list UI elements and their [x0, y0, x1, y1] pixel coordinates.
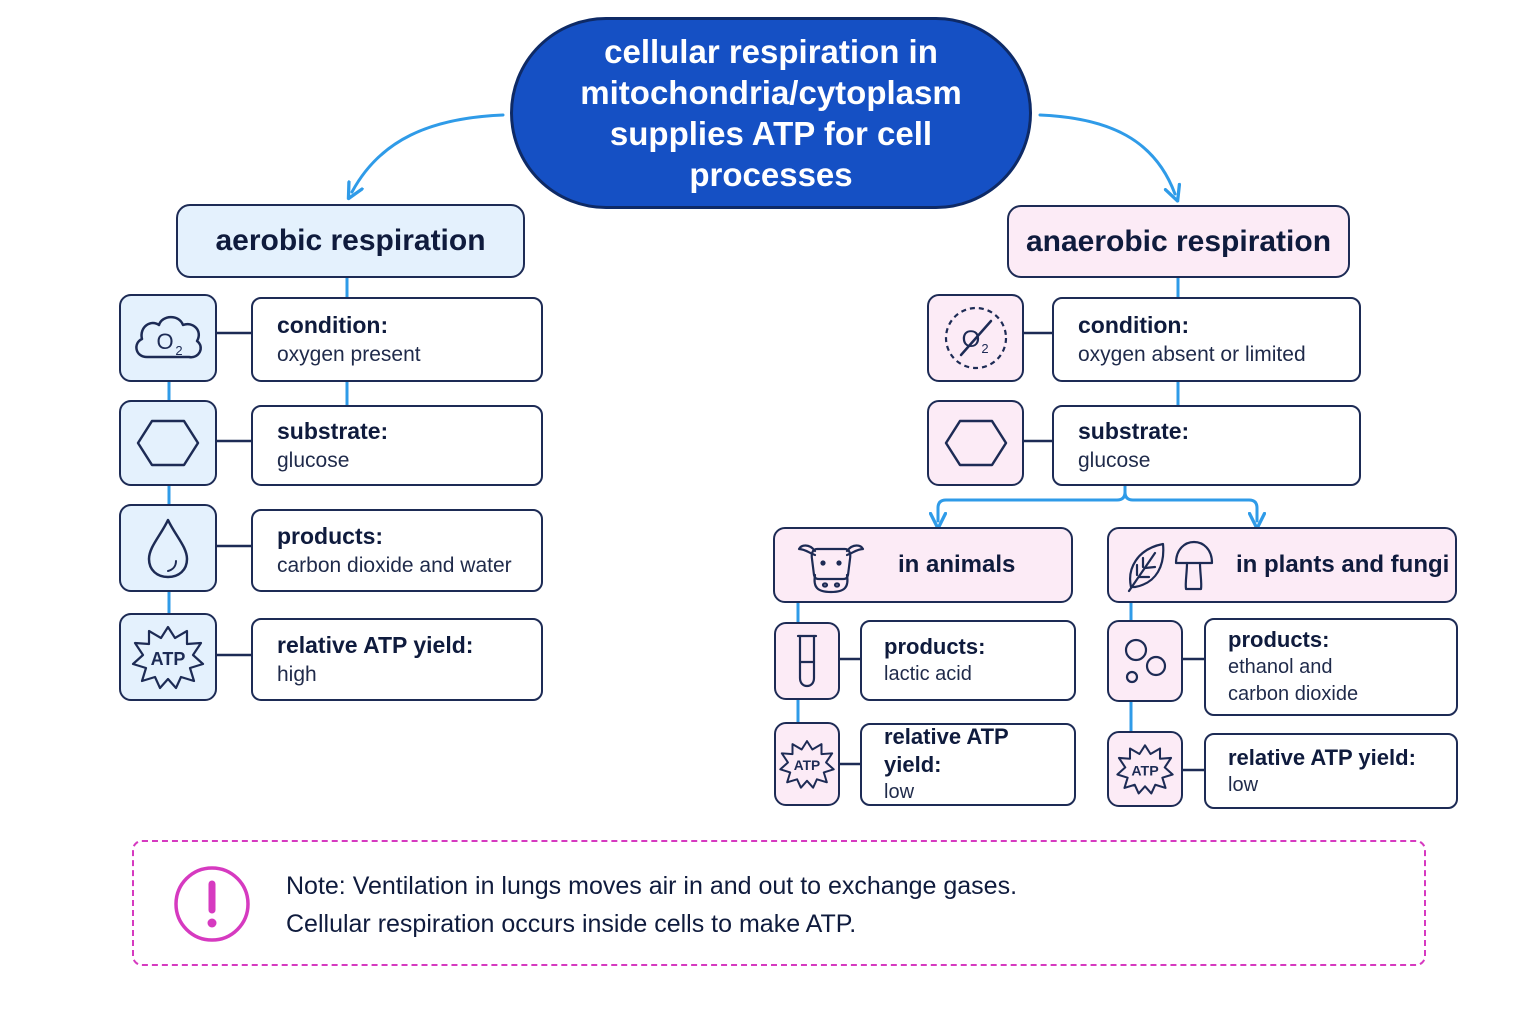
anaerobic-condition-value: oxygen absent or limited: [1078, 342, 1306, 366]
aerobic-heading: aerobic respiration: [176, 204, 525, 278]
atp-burst-icon: ATP: [131, 625, 205, 690]
oxygen-cloud-icon: O 2: [135, 315, 202, 359]
svg-text:O: O: [961, 326, 980, 353]
animals-heading: in animals: [773, 527, 1073, 603]
test-tube-icon: [796, 634, 818, 688]
atp-burst-icon: ATP: [779, 740, 835, 789]
leaf-icon: [1127, 542, 1165, 593]
aerobic-atp-card: relative ATP yield: high: [251, 618, 543, 701]
animals-heading-text: in animals: [898, 551, 1016, 578]
svg-text:ATP: ATP: [794, 758, 820, 773]
plants-fungi-atp-value: low: [1228, 773, 1259, 796]
hexagon-glucose-icon: [944, 419, 1007, 467]
atp-icon-box: ATP: [119, 613, 217, 701]
note-line-1: Note: Ventilation in lungs moves air in …: [286, 872, 1018, 900]
aerobic-substrate-value: glucose: [277, 448, 350, 472]
plants-fungi-atp-label: relative ATP yield:: [1228, 744, 1416, 770]
aerobic-products-label: products:: [277, 522, 384, 549]
note-line-2: Cellular respiration occurs inside cells…: [286, 910, 857, 938]
plants-fungi-atp-card: relative ATP yield: low: [1204, 733, 1458, 809]
plants-fungi-heading-text: in plants and fungi: [1236, 551, 1450, 578]
no-oxygen-icon-box: O 2: [927, 294, 1024, 382]
aerobic-products-card: products: carbon dioxide and water: [251, 509, 543, 592]
note-box: Note: Ventilation in lungs moves air in …: [132, 840, 1426, 966]
svg-text:ATP: ATP: [1131, 763, 1158, 779]
svg-text:ATP: ATP: [151, 649, 186, 669]
plants-fungi-products-value: ethanol and carbon dioxide: [1228, 656, 1359, 705]
aerobic-products-value: carbon dioxide and water: [277, 553, 512, 577]
main-concept-text: cellular respiration in mitochondria/cyt…: [580, 33, 962, 193]
hexagon-glucose-icon: [136, 419, 200, 467]
split-branch: [938, 483, 1127, 521]
cow-icon: [797, 544, 865, 594]
aerobic-condition-card: condition: oxygen present: [251, 297, 543, 382]
main-concept-node: cellular respiration in mitochondria/cyt…: [510, 17, 1032, 209]
bubbles-icon-box: [1107, 620, 1183, 702]
anaerobic-substrate-card: substrate: glucose: [1052, 405, 1361, 486]
plants-fungi-products-label: products:: [1228, 627, 1330, 652]
animals-atp-icon-box: ATP: [774, 722, 840, 806]
anaerobic-condition-label: condition:: [1078, 311, 1190, 338]
exclamation-icon: [174, 866, 250, 942]
aerobic-condition-value: oxygen present: [277, 342, 421, 366]
mushroom-icon: [1174, 540, 1214, 591]
aerobic-substrate-card: substrate: glucose: [251, 405, 543, 486]
anaerobic-heading: anaerobic respiration: [1007, 205, 1350, 278]
svg-text:2: 2: [981, 341, 988, 356]
aerobic-substrate-label: substrate:: [277, 417, 389, 444]
plants-fungi-products-card: products: ethanol and carbon dioxide: [1204, 618, 1458, 716]
animals-products-card: products: lactic acid: [860, 620, 1076, 701]
bubbles-icon: [1124, 638, 1167, 684]
no-oxygen-icon: O 2: [944, 306, 1007, 370]
animals-products-label: products:: [884, 634, 986, 659]
svg-text:2: 2: [175, 343, 182, 358]
aerobic-condition-label: condition:: [277, 311, 389, 338]
anaerobic-condition-card: condition: oxygen absent or limited: [1052, 297, 1361, 382]
atp-burst-icon: ATP: [1116, 744, 1174, 795]
arrow-to-anaerobic: [1038, 113, 1175, 194]
animals-atp-value: low: [884, 781, 915, 803]
anaerobic-substrate-value: glucose: [1078, 448, 1151, 472]
oxygen-cloud-icon-box: O 2: [119, 294, 217, 382]
water-drop-icon: [147, 518, 189, 579]
anaerobic-substrate-label: substrate:: [1078, 417, 1190, 444]
animals-products-value: lactic acid: [884, 663, 972, 685]
aerobic-atp-value: high: [277, 662, 317, 686]
anaerobic-hexagon-icon-box: [927, 400, 1024, 486]
aerobic-atp-label: relative ATP yield:: [277, 631, 474, 658]
svg-text:O: O: [156, 329, 173, 354]
water-drop-icon-box: [119, 504, 217, 592]
test-tube-icon-box: [774, 622, 840, 700]
arrow-to-aerobic: [352, 113, 505, 192]
plants-fungi-atp-icon-box: ATP: [1107, 731, 1183, 807]
animals-atp-card: relative ATP yield: low: [860, 723, 1076, 806]
animals-atp-label: relative ATP yield:: [884, 724, 1009, 777]
hexagon-icon-box: [119, 400, 217, 486]
plants-fungi-heading: in plants and fungi: [1107, 527, 1457, 603]
